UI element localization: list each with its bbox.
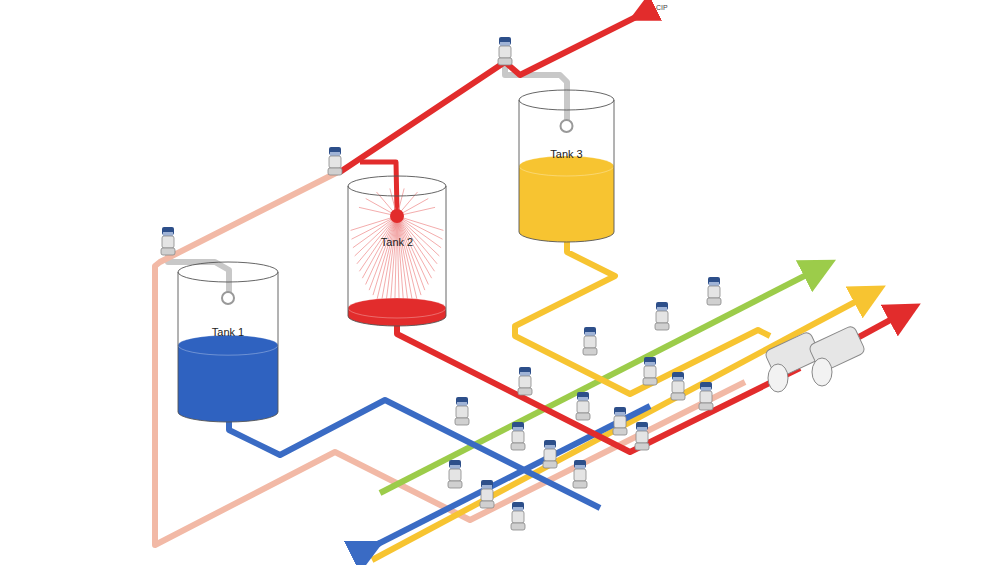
tank-outline	[178, 262, 278, 422]
tank-outline	[519, 90, 614, 242]
tank: Tank 2	[348, 176, 446, 326]
tank-label: Tank 1	[212, 326, 244, 338]
line-label: CIP	[656, 4, 668, 11]
tank: Tank 3	[519, 90, 614, 242]
tank-label: Tank 3	[550, 148, 582, 160]
tank-label: Tank 2	[381, 236, 413, 248]
tank: Tank 1	[178, 262, 278, 422]
tank-outline	[348, 176, 446, 326]
